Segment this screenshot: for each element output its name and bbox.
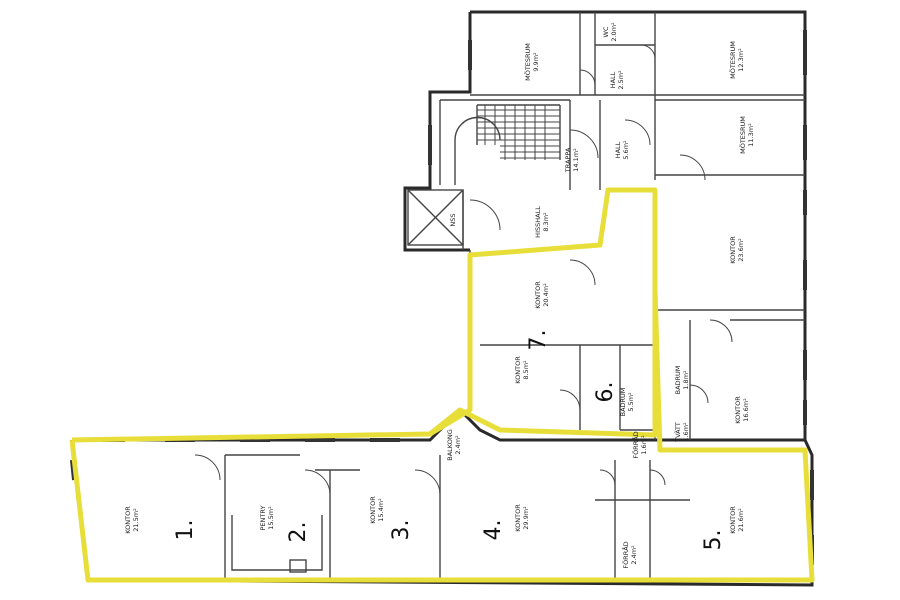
room-kontor16-area: 16.6m² [742, 398, 750, 422]
room-trappa-area: 14.1m² [572, 148, 580, 172]
room-forrad2-name: FÖRRÅD [621, 541, 630, 568]
room-hall2-name: HALL [614, 141, 622, 158]
room-kontor3-area: 15.4m² [377, 498, 385, 522]
room-hall1-area: 2.5m² [617, 70, 625, 90]
room-kontor23-name: KONTOR [729, 236, 737, 264]
room-number-4: 4. [481, 520, 506, 541]
room-number-5: 5. [701, 530, 726, 551]
room-kontor23-area: 23.6m² [737, 238, 745, 262]
room-tvatt-name: TVÄTT [673, 422, 682, 443]
room-kontor4-area: 29.9m² [522, 506, 530, 530]
room-hall2-area: 5.6m² [622, 140, 630, 160]
room-number-3: 3. [389, 520, 414, 541]
highlighted-unit-outline [69, 187, 815, 583]
interior-walls [224, 12, 805, 580]
room-hisshall-name: HISSHALL [534, 206, 542, 238]
room-number-1: 1. [173, 520, 198, 541]
room-motesrum3-area: 11.3m² [747, 123, 755, 147]
room-badrum1-name: BADRUM [619, 388, 627, 417]
room-number-6: 6. [593, 382, 618, 403]
room-badrum2-area: 1.8m² [682, 370, 690, 390]
room-kontor6-name: KONTOR [514, 356, 522, 384]
room-kontor7-name: KONTOR [534, 281, 542, 309]
room-number-2: 2. [286, 522, 311, 543]
room-forrad1-name: FÖRRÅD [631, 431, 640, 458]
room-kontor6-area: 8.5m² [522, 360, 530, 380]
room-kontor3-name: KONTOR [369, 496, 377, 524]
room-nss-name: NSS [449, 213, 457, 226]
room-trappa-name: TRAPPA [564, 147, 572, 173]
room-hisshall-area: 8.3m² [542, 212, 550, 232]
room-numbers: 1. 2. 3. 4. 5. 6. 7. [173, 330, 726, 551]
room-labels: MÖTESRUM 9.9m² WC 2.0m² HALL 2.5m² MÖTES… [124, 22, 755, 569]
room-badrum1-area: 5.5m² [627, 392, 635, 412]
room-wc-area: 2.0m² [610, 22, 618, 42]
room-motesrum3-name: MÖTESRUM [738, 116, 747, 154]
door-swings [194, 44, 733, 496]
room-kontor4-name: KONTOR [514, 504, 522, 532]
room-kontor1-name: KONTOR [124, 506, 132, 534]
room-kontor16-name: KONTOR [734, 396, 742, 424]
room-hall1-name: HALL [609, 71, 617, 88]
room-pentry-name: PENTRY [259, 506, 267, 531]
room-forrad2-area: 2.4m² [630, 545, 638, 565]
stairs [454, 104, 561, 185]
room-kontor5-area: 21.6m² [737, 508, 745, 532]
room-pentry-area: 15.5m² [267, 506, 275, 530]
room-motesrum2-name: MÖTESRUM [728, 41, 737, 79]
room-motesrum2-area: 12.3m² [737, 48, 745, 72]
room-motesrum1-area: 9.9m² [532, 52, 540, 72]
room-balkong-area: 2.4m² [454, 435, 462, 455]
room-kontor7-area: 20.4m² [542, 283, 550, 307]
room-motesrum1-name: MÖTESRUM [523, 43, 532, 81]
outer-walls [70, 10, 814, 587]
room-number-7: 7. [526, 330, 551, 351]
room-kontor1-area: 21.5m² [132, 508, 140, 532]
room-forrad1-area: 1.6m² [640, 435, 648, 455]
room-badrum2-name: BADRUM [674, 366, 682, 395]
room-kontor5-name: KONTOR [729, 506, 737, 534]
room-wc-name: WC [602, 26, 610, 37]
windows [70, 30, 814, 565]
room-tvatt-area: 1.6m² [682, 422, 690, 442]
room-balkong-name: BALKONG [446, 429, 454, 460]
